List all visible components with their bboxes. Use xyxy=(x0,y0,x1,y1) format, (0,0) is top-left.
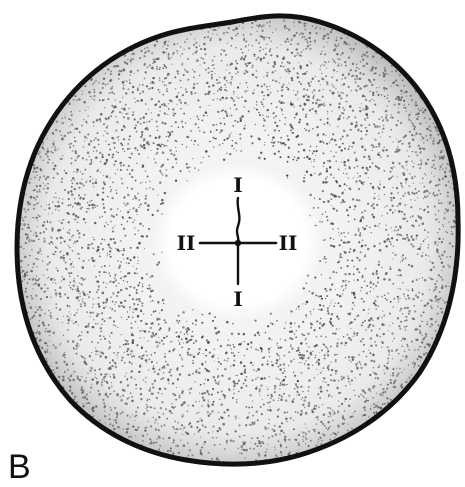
panel-label: B xyxy=(8,448,31,486)
center-point xyxy=(235,240,241,246)
label-axis-ii-left: II xyxy=(177,231,196,255)
label-axis-ii-right: II xyxy=(279,231,298,255)
label-axis-i-top: I xyxy=(233,173,242,197)
label-axis-i-bottom: I xyxy=(233,287,242,311)
